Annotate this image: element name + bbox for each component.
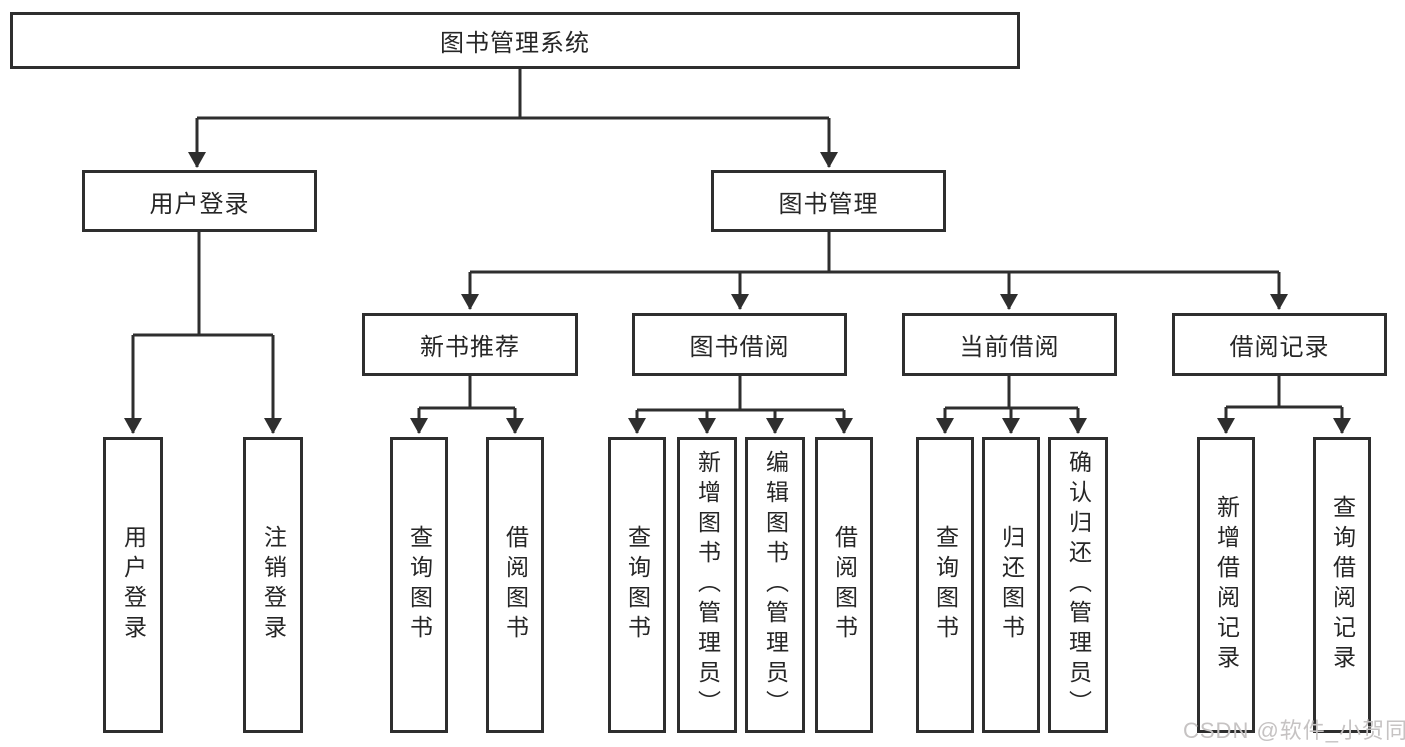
leaf-bb-query-books-label: 查询图书 [624, 525, 651, 645]
connector-user-login-rail [133, 232, 273, 337]
leaf-bb-borrow-books-label: 借阅图书 [831, 525, 858, 645]
leaf-nb-borrow-books-label: 借阅图书 [502, 525, 529, 645]
leaf-nb-query-books-label: 查询图书 [406, 525, 433, 645]
leaf-br-add-record: 新增借阅记录 [1197, 437, 1255, 733]
csdn-watermark: CSDN @软件_小贺同学 [1183, 718, 1405, 743]
node-user-login: 用户登录 [82, 170, 317, 232]
leaf-cb-confirm-return-label: 确认归还（管理员） [1065, 450, 1092, 720]
leaf-user-login-label: 用户登录 [120, 525, 147, 645]
leaf-bb-edit-books: 编辑图书（管理员） [745, 437, 805, 733]
leaf-bb-query-books: 查询图书 [608, 437, 666, 733]
leaf-bb-edit-books-label: 编辑图书（管理员） [762, 450, 789, 720]
leaf-cb-return-books-label: 归还图书 [998, 525, 1025, 645]
node-borrowing-records: 借阅记录 [1172, 313, 1387, 376]
leaf-bb-add-books: 新增图书（管理员） [677, 437, 737, 733]
leaf-logout-label: 注销登录 [260, 525, 287, 645]
leaf-br-add-record-label: 新增借阅记录 [1213, 495, 1240, 675]
node-book-borrowing: 图书借阅 [632, 313, 847, 376]
connector-borrowing-records-rail [1226, 376, 1342, 409]
leaf-cb-return-books: 归还图书 [982, 437, 1040, 733]
connector-new-book-rail [419, 376, 515, 410]
leaf-br-query-record-label: 查询借阅记录 [1329, 495, 1356, 675]
leaf-br-query-record: 查询借阅记录 [1313, 437, 1371, 733]
leaf-bb-add-books-label: 新增图书（管理员） [694, 450, 721, 720]
connector-current-borrowing-rail [945, 376, 1078, 410]
node-book-management: 图书管理 [711, 170, 946, 232]
leaf-nb-borrow-books: 借阅图书 [486, 437, 544, 733]
connector-book-borrowing-rail [637, 376, 844, 412]
leaf-cb-confirm-return: 确认归还（管理员） [1048, 437, 1108, 733]
leaf-cb-query-books: 查询图书 [916, 437, 974, 733]
connector-root-rail [197, 68, 829, 120]
leaf-nb-query-books: 查询图书 [390, 437, 448, 733]
connector-book-management-rail [470, 232, 1279, 274]
leaf-bb-borrow-books: 借阅图书 [815, 437, 873, 733]
leaf-logout: 注销登录 [243, 437, 303, 733]
leaf-cb-query-books-label: 查询图书 [932, 525, 959, 645]
leaf-user-login: 用户登录 [103, 437, 163, 733]
node-new-book-recommend: 新书推荐 [362, 313, 578, 376]
node-root: 图书管理系统 [10, 12, 1020, 69]
node-current-borrowing: 当前借阅 [902, 313, 1117, 376]
